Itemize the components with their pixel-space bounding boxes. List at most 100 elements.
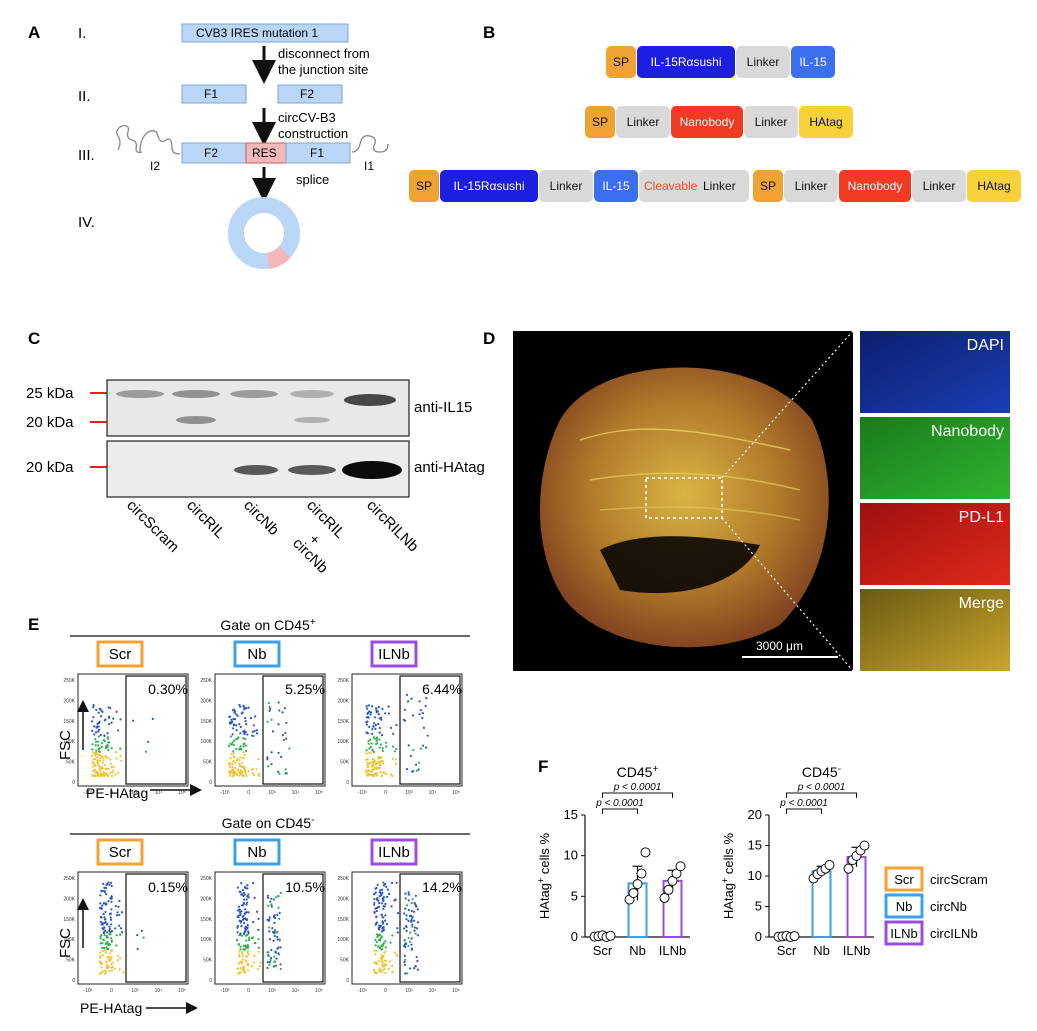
flow-event	[258, 965, 261, 968]
flow-event	[96, 759, 99, 762]
flow-event-gated	[266, 894, 270, 897]
flow-event	[382, 896, 386, 899]
channel-label-pdl1: PD-L1	[959, 509, 1004, 526]
flow-event-gated	[411, 898, 414, 901]
flow-event-gated	[277, 723, 280, 726]
flow-event	[381, 922, 385, 925]
flow-event-gated	[268, 705, 271, 709]
flow-event	[95, 749, 98, 752]
flow-event	[378, 967, 381, 970]
flow-event	[253, 896, 256, 899]
flow-event-gated	[281, 711, 284, 714]
lane-label-circscram: circScram	[123, 497, 182, 556]
flow-event-gated	[409, 931, 412, 934]
flow-event-gated	[405, 929, 408, 933]
flow-event	[378, 746, 381, 749]
flow-event-gated	[266, 896, 270, 899]
flow-x-tick: 10⁴	[292, 988, 300, 994]
flow-event-gated	[403, 719, 407, 722]
flow-event	[243, 908, 247, 911]
flow-event	[108, 943, 111, 946]
flow-event	[241, 904, 244, 907]
flow-event	[96, 773, 99, 776]
flow-event	[236, 967, 239, 971]
flow-event	[391, 745, 395, 748]
flow-event	[109, 881, 113, 884]
flow-event	[371, 757, 374, 760]
flow-event	[239, 912, 242, 915]
flow-event	[100, 765, 103, 768]
flow-event	[380, 971, 383, 974]
y-axis-label: HAtag+ cells %	[536, 832, 552, 919]
data-point	[632, 879, 643, 890]
y-label-top: FSC	[57, 730, 74, 760]
gate-top-title: Gate on CD45+	[220, 617, 316, 633]
flow-event-gated	[418, 700, 421, 703]
flow-event-gated	[404, 892, 407, 895]
flow-event	[251, 734, 254, 737]
flow-x-tick: 10⁴	[155, 988, 163, 994]
iii-res-label: RES	[252, 146, 277, 160]
flow-event-gated	[411, 925, 414, 928]
flow-event	[248, 936, 251, 939]
flow-event-gated	[284, 772, 287, 775]
flow-event-gated	[405, 693, 409, 696]
flow-event	[394, 762, 398, 765]
flow-event	[110, 940, 113, 943]
flow-event-gated	[276, 935, 279, 938]
flow-event	[115, 934, 118, 937]
flow-event	[396, 954, 399, 957]
lane-label-circril: circRIL	[183, 497, 228, 542]
flow-event	[103, 890, 106, 893]
tissue-void	[600, 536, 760, 593]
band	[234, 465, 278, 475]
flow-event	[241, 958, 244, 961]
legend-name: circILNb	[930, 926, 978, 941]
flow-y-tick: 150K	[200, 917, 212, 923]
flow-event	[101, 942, 104, 945]
flow-event	[121, 931, 124, 934]
flow-event	[374, 972, 377, 975]
flow-event	[377, 713, 380, 716]
construct-segment-sp	[585, 106, 615, 138]
flow-event	[366, 772, 369, 775]
flow-event	[243, 948, 246, 951]
flow-event-gated	[268, 938, 272, 941]
flow-event-gated	[412, 919, 416, 922]
flow-event-gated	[410, 909, 413, 913]
flow-event-gated	[267, 701, 270, 705]
flow-event	[119, 927, 123, 930]
flow-y-tick: 200K	[63, 698, 75, 704]
flow-event-gated	[404, 897, 407, 900]
flow-event	[247, 932, 250, 935]
construct-segment-linker	[912, 170, 966, 202]
flow-event	[235, 772, 238, 775]
flow-event	[371, 732, 374, 735]
y-tick-label: 10	[564, 848, 578, 863]
flow-event	[229, 722, 232, 725]
p-value-label: p < 0.0001	[613, 782, 662, 793]
flow-event-gated	[415, 955, 418, 959]
flow-event	[380, 760, 383, 763]
flow-event	[252, 773, 255, 777]
flow-event	[375, 962, 378, 965]
flow-event	[228, 715, 231, 718]
flow-event-gated	[285, 737, 288, 740]
gate-percentage: 0.15%	[148, 879, 188, 895]
intron-right-label: I1	[364, 159, 374, 173]
flow-event	[108, 925, 111, 928]
flow-event	[384, 914, 387, 917]
flow-event-gated	[267, 954, 270, 958]
flow-event	[252, 724, 255, 727]
flow-y-tick: 200K	[337, 698, 349, 704]
flow-event-gated	[422, 726, 425, 729]
flow-event	[372, 768, 375, 771]
flow-event	[244, 720, 247, 723]
flow-event	[243, 893, 246, 896]
flow-x-tick: 10³	[268, 790, 276, 796]
flow-event	[99, 955, 102, 958]
flow-event	[381, 746, 384, 750]
flow-event-gated	[268, 709, 271, 712]
flow-event	[93, 733, 96, 736]
